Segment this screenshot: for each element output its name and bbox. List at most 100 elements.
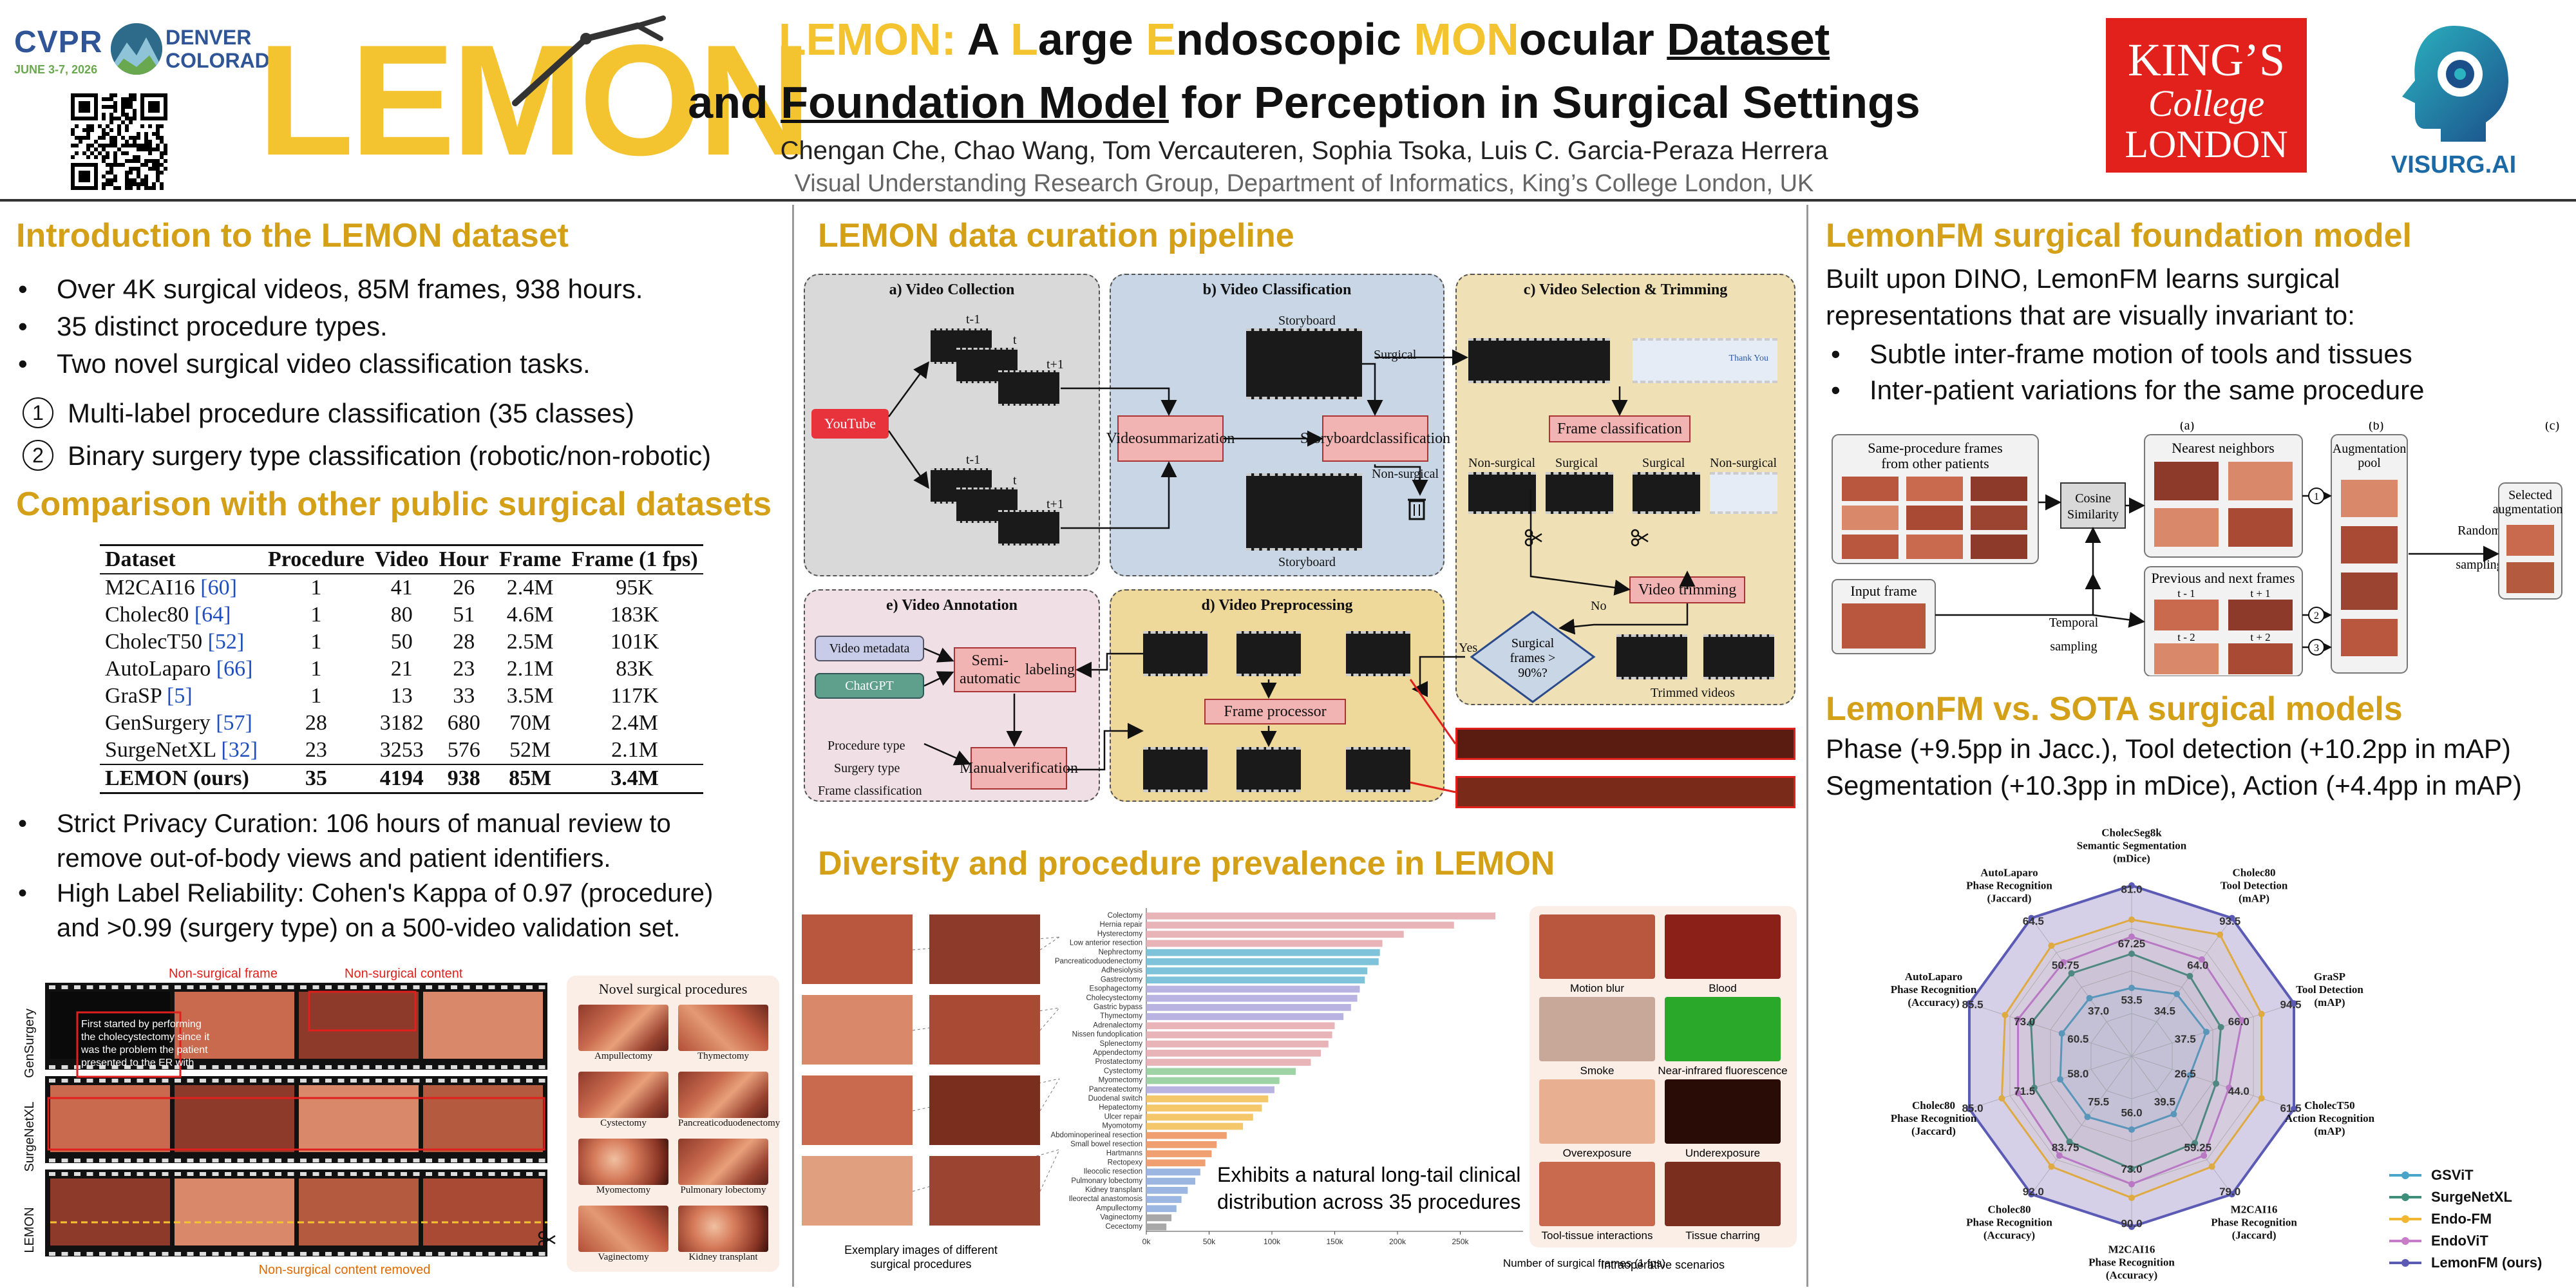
citation-link[interactable]: [60] xyxy=(194,576,237,600)
film-perforation xyxy=(262,1252,269,1256)
category-label: Ileorectal anastomosis xyxy=(1069,1195,1143,1203)
category-label: Prostatectomy xyxy=(1095,1058,1143,1066)
sota-line-2: Segmentation (+10.3pp in mDice), Action … xyxy=(1826,770,2522,800)
citation-link[interactable]: [57] xyxy=(210,711,252,735)
trimmed-frame xyxy=(1616,634,1687,679)
category-label: Small bowel resection xyxy=(1070,1141,1142,1148)
radar-point xyxy=(2002,1012,2009,1019)
bar xyxy=(1146,967,1368,974)
citation-link[interactable]: [66] xyxy=(211,657,253,681)
film-perforation xyxy=(413,1172,420,1176)
category-label: Cecectomy xyxy=(1105,1223,1142,1231)
film-perforation xyxy=(61,1252,68,1256)
scenario-image xyxy=(1539,914,1655,979)
film-perforation xyxy=(49,1172,55,1176)
table-cell: 1 xyxy=(310,576,322,600)
film-perforation xyxy=(463,1252,470,1256)
film-perforation xyxy=(49,1079,55,1083)
procedure-thumbnail xyxy=(802,1075,913,1145)
category-label: Gastric bypass xyxy=(1094,1003,1142,1011)
table-cell: 51 xyxy=(453,603,475,627)
same-procedure-image xyxy=(1906,535,1963,559)
film-perforation xyxy=(99,985,106,989)
film-perforation xyxy=(413,985,420,989)
table-cell: 28 xyxy=(453,630,475,654)
privacy-bullet: Strict Privacy Curation: 106 hours of ma… xyxy=(6,806,713,876)
video-strip xyxy=(1468,338,1610,383)
intro-bullet: 35 distinct procedure types. xyxy=(6,308,643,345)
radar-point xyxy=(2291,1000,2298,1007)
film-perforation xyxy=(111,1079,118,1083)
lemonfm-diagram: (a) (b) (c) Same-procedure frames from o… xyxy=(1832,422,2563,676)
same-procedure-image xyxy=(1906,506,1963,530)
table-cell: 28 xyxy=(305,711,327,735)
table-cell: 2.1M xyxy=(611,738,658,762)
bar xyxy=(1146,1141,1217,1148)
overlay-text-2: the cholecystectomy since it xyxy=(81,1032,210,1043)
film-perforation xyxy=(401,1172,407,1176)
novel-procedure-item: Pancreaticoduodenectomy xyxy=(678,1072,780,1129)
film-perforation xyxy=(363,1172,370,1176)
longtail-callout-1: Exhibits a natural long-tail clinical xyxy=(1217,1163,1520,1186)
dataset-name: GraSP [5] xyxy=(105,684,193,708)
bar xyxy=(1146,1168,1200,1176)
citation-link[interactable]: [32] xyxy=(215,738,258,762)
lemon-logo: LEMON xyxy=(258,15,812,179)
film-perforation xyxy=(212,985,219,989)
film-perforation xyxy=(187,1252,194,1256)
qr-code-icon[interactable] xyxy=(71,93,167,190)
film-perforation xyxy=(149,1172,156,1176)
film-perforation xyxy=(513,1172,520,1176)
film-perforation xyxy=(111,985,118,989)
film-perforation xyxy=(225,1252,231,1256)
radar-axis-label: Cholec80 xyxy=(1987,1204,2031,1216)
film-perforation xyxy=(526,1065,533,1069)
film-perforation xyxy=(363,1079,370,1083)
table-cell: 13 xyxy=(390,684,413,708)
conf-date: JUNE 3-7, 2026 xyxy=(14,63,98,76)
category-label: Hernia repair xyxy=(1100,921,1143,929)
film-perforation xyxy=(451,1252,457,1256)
row-label-gensurgery: GenSurgery xyxy=(23,1009,37,1078)
film-perforation xyxy=(74,1159,80,1162)
novel-procedure-item: Myomectomy xyxy=(578,1139,668,1196)
label-frame-classification: Frame classification xyxy=(818,784,922,798)
film-perforation xyxy=(237,1172,244,1176)
film-perforation xyxy=(438,1079,445,1083)
film-perforation xyxy=(312,1079,319,1083)
leader-line xyxy=(1039,936,1060,951)
radar-point xyxy=(2014,1016,2022,1023)
film-perforation xyxy=(476,1159,482,1162)
citation-link[interactable]: [52] xyxy=(202,630,245,654)
svg-text:sampling: sampling xyxy=(2456,558,2503,572)
radar-point xyxy=(2201,1152,2208,1159)
category-label: Gastrectomy xyxy=(1101,976,1142,983)
category-label: Adhesiolysis xyxy=(1101,967,1142,974)
category-label: Esophagectomy xyxy=(1090,985,1143,993)
film-frame xyxy=(299,1085,419,1152)
category-label: Colectomy xyxy=(1108,912,1143,920)
citation-link[interactable]: [5] xyxy=(161,684,193,708)
legend-marker xyxy=(2401,1259,2409,1267)
radar-axis-label: Phase Recognition xyxy=(1891,983,1977,996)
highlight-box xyxy=(47,1097,545,1151)
film-perforation xyxy=(513,985,520,989)
scenario-image xyxy=(1665,1079,1781,1144)
film-perforation xyxy=(538,1079,545,1083)
film-perforation xyxy=(149,985,156,989)
radar-point xyxy=(2028,914,2035,922)
table-header: Video xyxy=(369,544,434,574)
film-perforation xyxy=(401,1159,407,1162)
radar-axis-label: Tool Detection xyxy=(2296,983,2363,996)
film-perforation xyxy=(325,1252,332,1256)
scenario-image xyxy=(1665,1162,1781,1226)
film-frame xyxy=(299,992,419,1059)
table-cell: 2.4M xyxy=(506,576,554,600)
bar xyxy=(1146,1050,1321,1057)
citation-link[interactable]: [64] xyxy=(189,603,231,627)
bar xyxy=(1146,1022,1335,1030)
scenario-image xyxy=(1665,997,1781,1061)
film-perforation xyxy=(426,1079,432,1083)
film-perforation xyxy=(375,1172,382,1176)
